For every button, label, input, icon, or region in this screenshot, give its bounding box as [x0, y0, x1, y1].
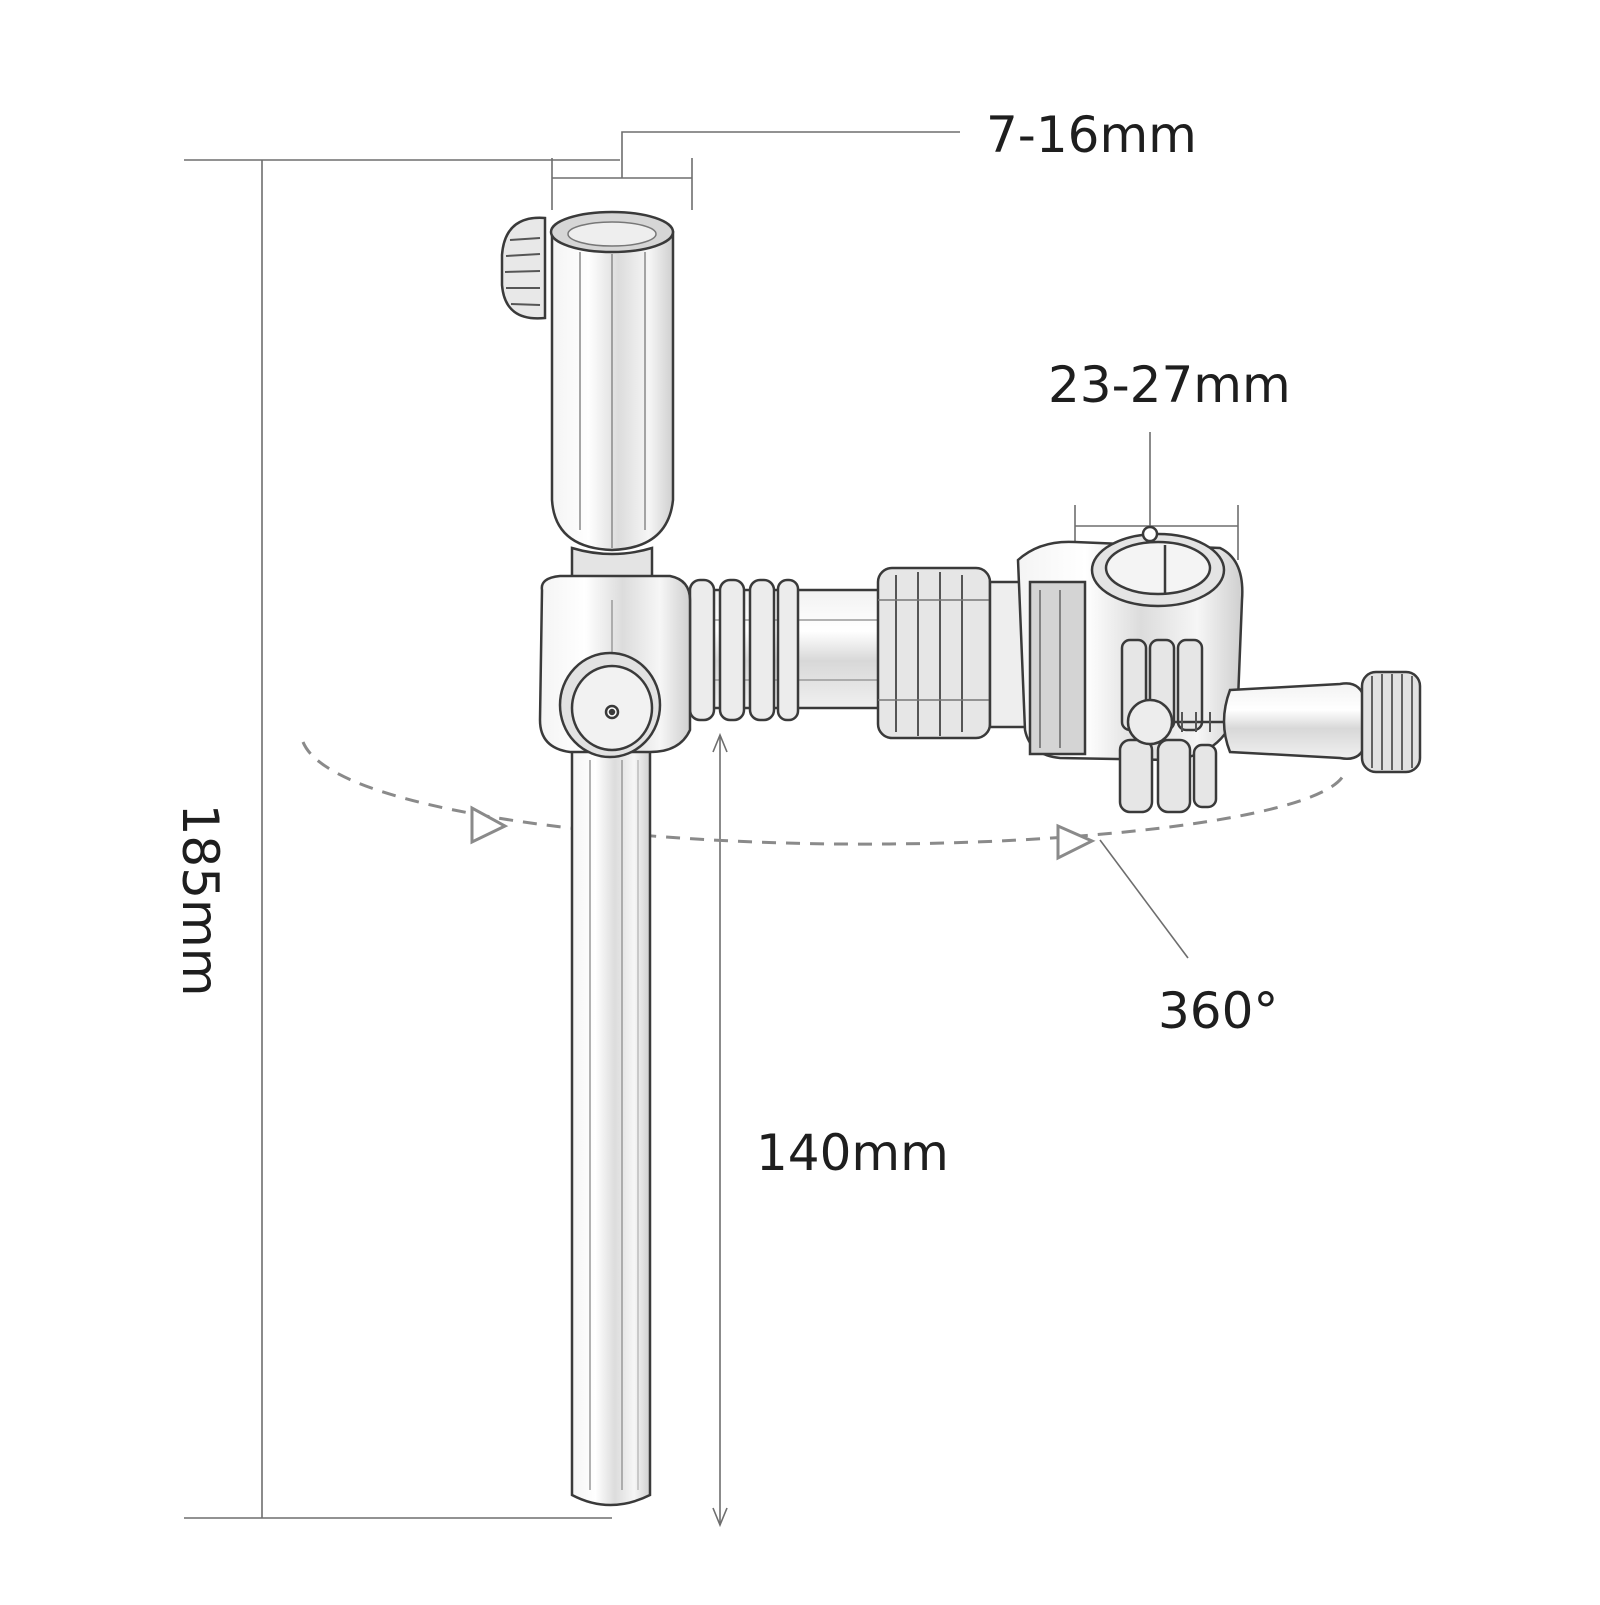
dim-total-height — [184, 159, 620, 1519]
dim-clamp — [1074, 432, 1239, 560]
thumb-screw — [1222, 670, 1422, 774]
pipe-clamp-ring — [1090, 525, 1226, 608]
total-height-label: 185mm — [171, 803, 229, 997]
rotation-arrow-1 — [470, 805, 509, 845]
rod-length-label: 140mm — [756, 1124, 949, 1182]
arm-threads — [688, 578, 800, 722]
vertical-rod — [570, 738, 652, 1507]
joint-knob — [558, 651, 662, 759]
dim-rotation-pointer — [1099, 839, 1189, 959]
dim-rod-length — [712, 732, 728, 1528]
arm-lock-nut — [876, 566, 992, 740]
pipe-clamp-range-label: 23-27mm — [1048, 356, 1291, 414]
tube-clamp-body — [549, 210, 675, 552]
rotation-arrow-2 — [1056, 823, 1096, 861]
tube-clamp-knob — [500, 216, 547, 320]
rotation-label: 360° — [1158, 982, 1279, 1040]
tube-clamp-range-label: 7-16mm — [986, 106, 1197, 164]
dim-tube-clamp — [551, 131, 960, 210]
rotation-path — [301, 741, 1347, 846]
